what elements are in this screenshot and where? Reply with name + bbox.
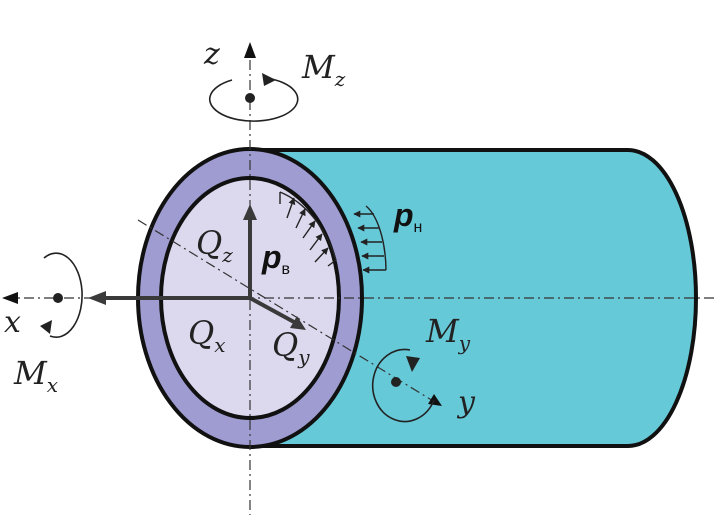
force-qy-arrow [249, 296, 295, 324]
axis-x-arrowhead [2, 292, 18, 304]
force-qy-label: Qy [272, 326, 310, 369]
axis-z-label: z [203, 37, 220, 72]
force-qz-label: Qz [196, 224, 233, 267]
axis-x-label: x [4, 305, 21, 340]
axis-y-line [137, 219, 439, 405]
moment-y-label: My [425, 312, 471, 355]
axis-y-label: y [456, 385, 476, 420]
axis-z-arrowhead [244, 42, 256, 58]
moment-x-symbol [40, 252, 83, 338]
moment-x-label: Mx [13, 354, 58, 397]
force-qx-label: Qx [188, 314, 226, 357]
pressure-outer-label: pн [393, 197, 422, 236]
moment-z-label: Mz [301, 48, 346, 91]
axis-y-arrowhead [428, 394, 442, 406]
inner-pressure-arrows [279, 191, 337, 267]
moment-y-symbol [371, 348, 435, 423]
pressure-inner-label: pв [261, 239, 290, 278]
moment-z-symbol [209, 73, 299, 122]
outer-pressure-arrows [353, 205, 387, 274]
